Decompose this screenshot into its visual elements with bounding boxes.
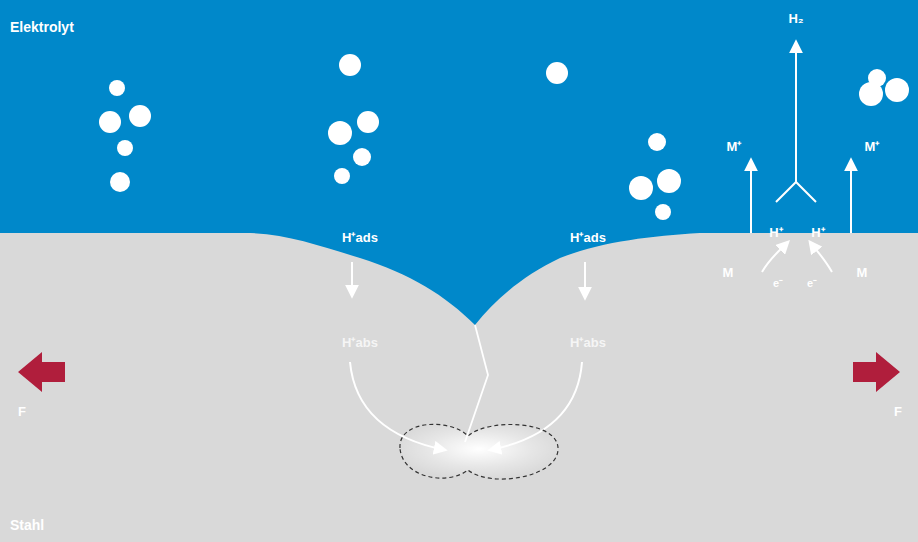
species-label: H⁺abs — [342, 336, 378, 349]
force-arrow — [18, 352, 65, 392]
species-label: H⁺ — [811, 226, 824, 239]
force-label: F — [18, 405, 26, 418]
species-label: M⁺ — [727, 140, 742, 153]
species-label: H⁺ads — [342, 231, 378, 244]
force-arrow — [853, 352, 900, 392]
species-label: e⁻ — [773, 278, 783, 289]
force-label: F — [894, 405, 902, 418]
species-label: H⁺abs — [570, 336, 606, 349]
species-label: e⁻ — [807, 278, 817, 289]
steel-area — [0, 233, 918, 542]
species-label: M⁺ — [865, 140, 880, 153]
gas-bubbles — [99, 54, 909, 220]
species-label: H⁺ — [769, 226, 782, 239]
reaction-arrows — [350, 42, 851, 450]
embrittlement-zone — [400, 424, 558, 479]
region-label: Stahl — [10, 518, 44, 532]
species-label: H₂ — [788, 12, 803, 25]
species-label: M — [723, 266, 734, 279]
species-label: M — [857, 266, 868, 279]
crack-line — [465, 325, 488, 442]
region-label: Elektrolyt — [10, 20, 74, 34]
species-label: H⁺ads — [570, 231, 606, 244]
